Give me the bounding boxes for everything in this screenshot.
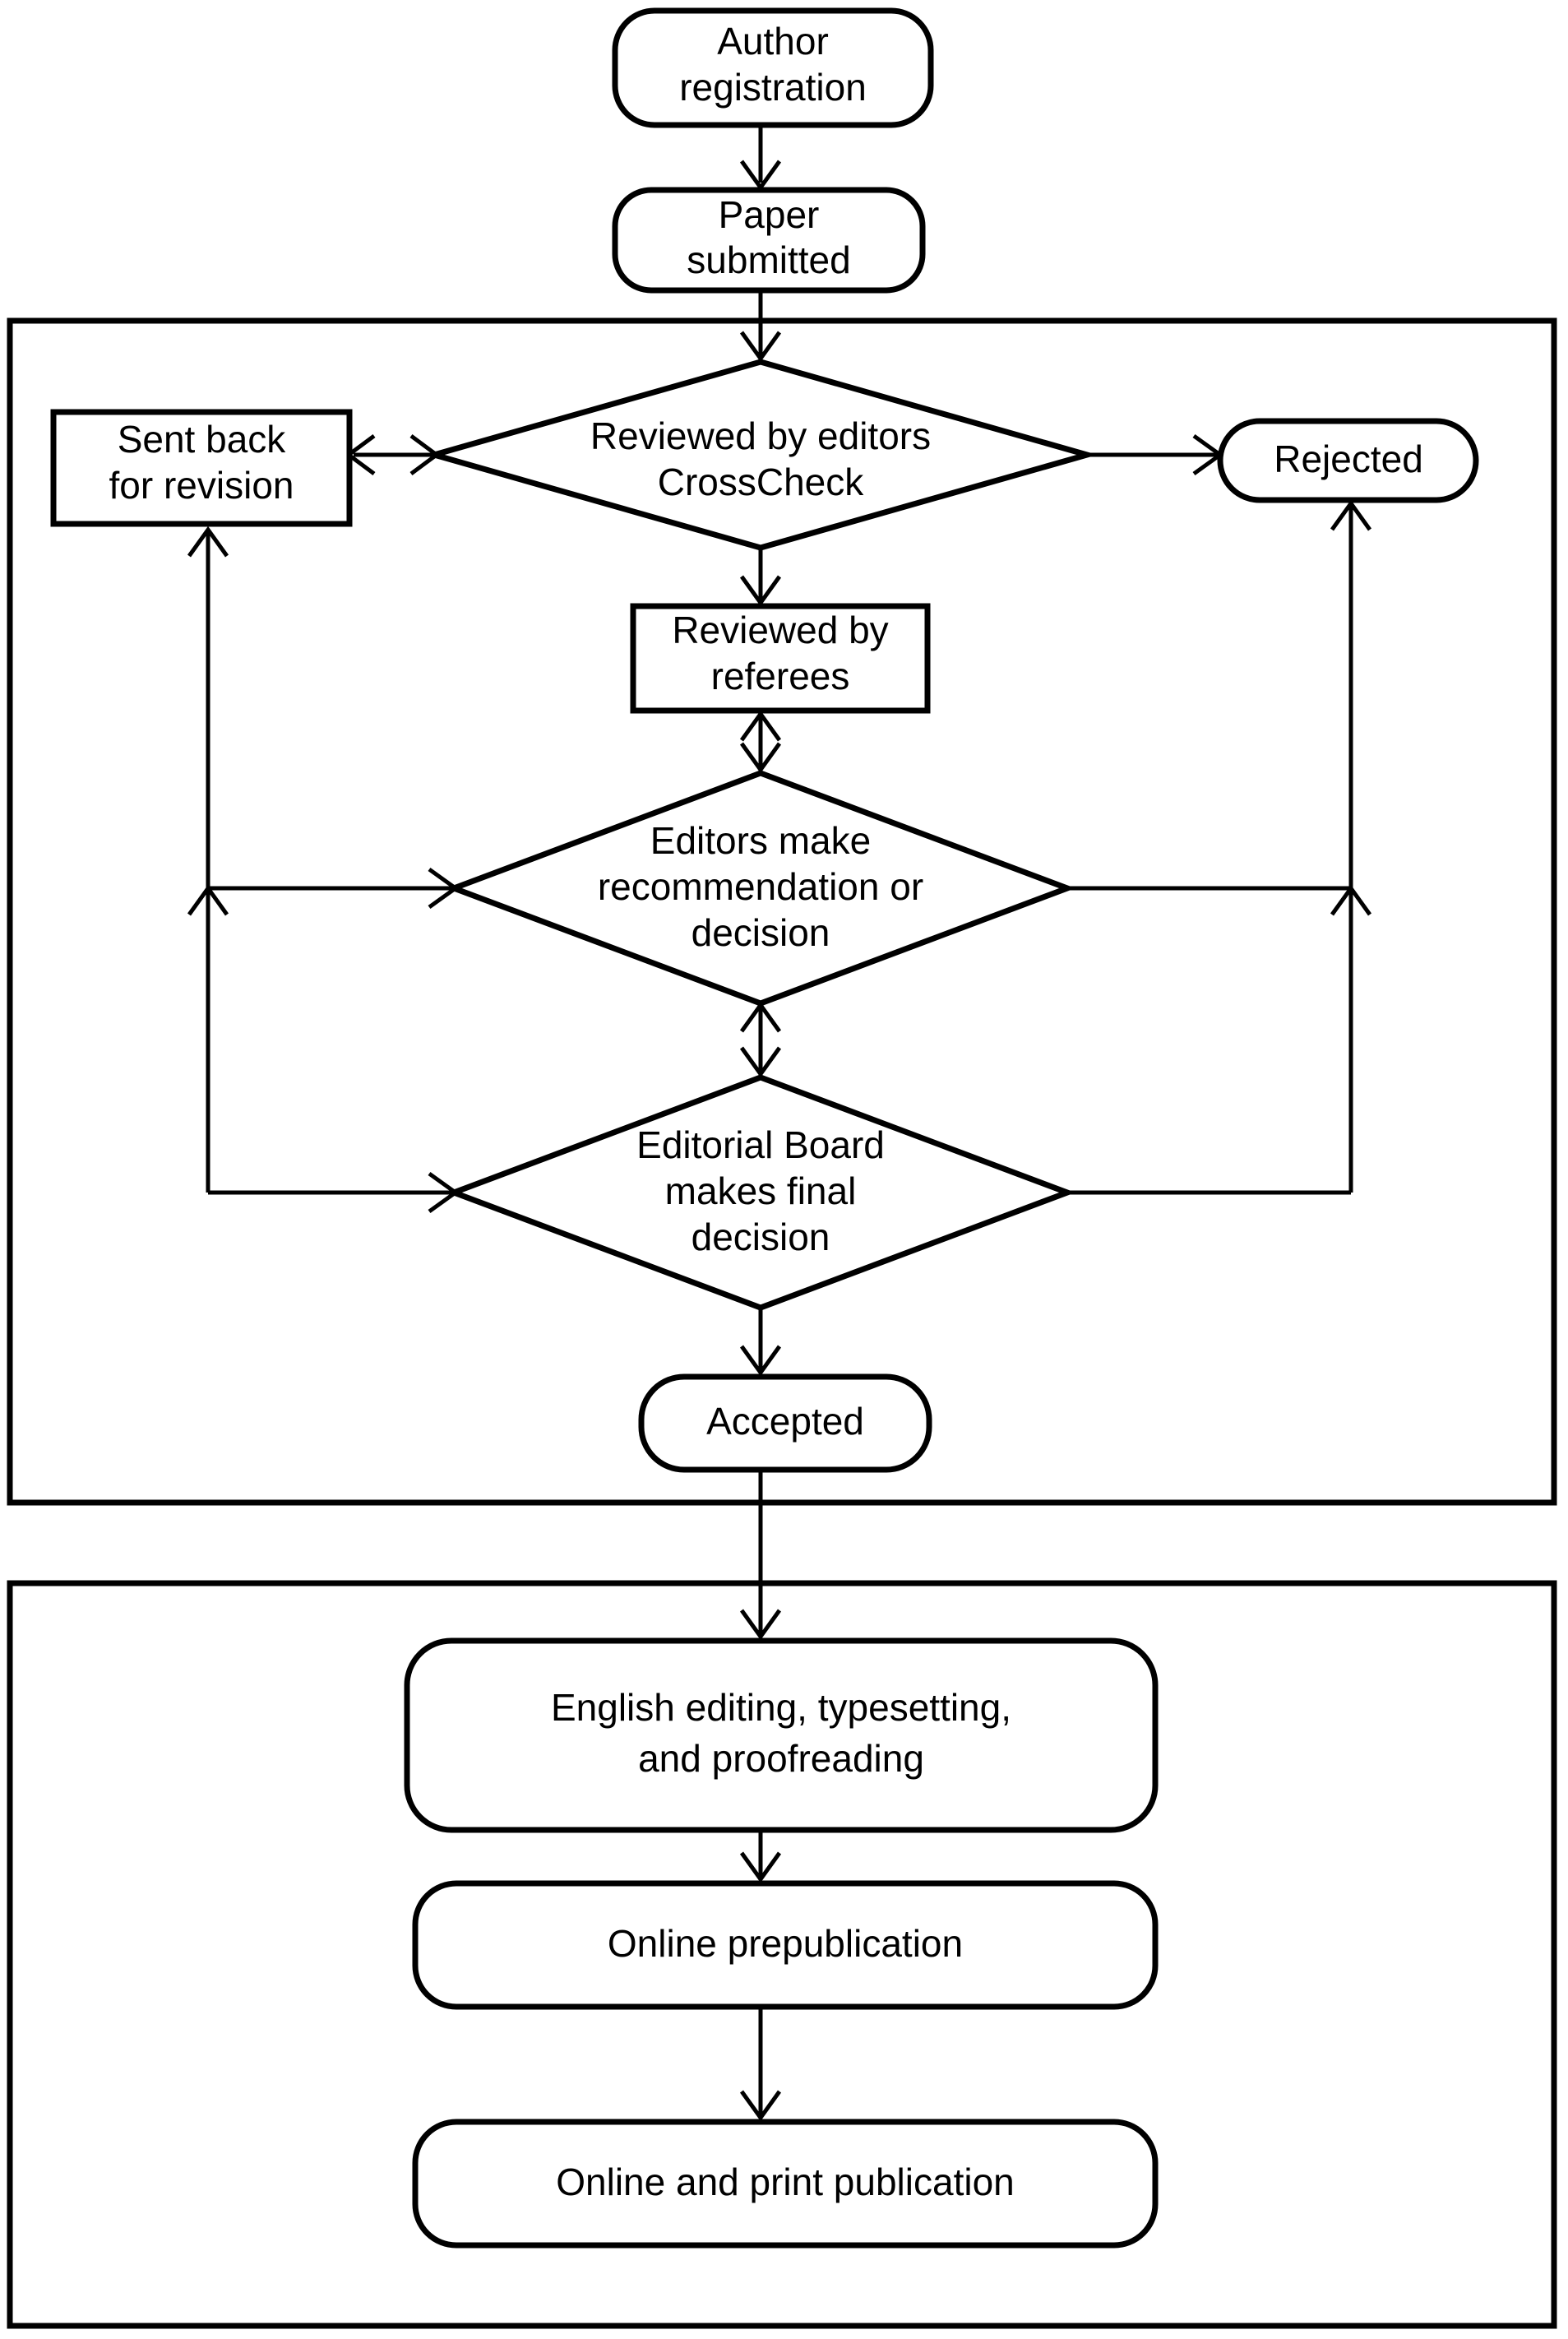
edge-prepublication-to-publication	[739, 2007, 782, 2122]
edge-english-editing-to-prepublication	[739, 1830, 782, 1883]
paper-submitted-label-line2: submitted	[687, 239, 850, 281]
editors-make-decision-label-line2: recommendation or	[598, 865, 923, 908]
accepted-shape	[638, 1373, 932, 1473]
edge-board-to-accepted	[739, 1309, 782, 1377]
reviewed-by-referees-shape	[630, 603, 931, 714]
review-panel	[7, 317, 1557, 1506]
english-editing-label-line2: and proofreading	[638, 1737, 924, 1780]
editors-make-decision-label-line3: decision	[691, 911, 830, 954]
author-registration-label-line2: registration	[679, 66, 867, 109]
node-sent-back-for-revision[interactable]: Sent back for revision	[50, 409, 353, 527]
editors-make-decision-label-line1: Editors make	[650, 819, 871, 862]
paper-submitted-shape	[612, 187, 926, 294]
edge-editors-to-referees	[739, 547, 782, 607]
author-registration-label-line1: Author	[717, 20, 829, 63]
sent-back-shape	[50, 409, 353, 527]
edge-editors-decision-to-board	[739, 1001, 782, 1078]
edge-referees-to-editors-decision	[739, 710, 782, 774]
editorial-board-decision-label-line3: decision	[691, 1216, 830, 1258]
editors-make-decision-shape	[446, 770, 1075, 1007]
editorial-board-decision-label-line1: Editorial Board	[636, 1123, 885, 1166]
online-print-publication-shape	[412, 2119, 1159, 2249]
online-prepublication-shape	[412, 1880, 1159, 2010]
production-panel	[7, 1580, 1557, 2329]
online-prepublication-label: Online prepublication	[608, 1922, 963, 1965]
edge-right-rejection-loop	[1067, 499, 1372, 1195]
node-online-prepublication[interactable]: Online prepublication	[412, 1880, 1159, 2010]
node-rejected[interactable]: Rejected	[1217, 418, 1479, 503]
reviewed-by-referees-label-line1: Reviewed by	[672, 609, 888, 651]
reviewed-by-editors-label-line1: Reviewed by editors	[590, 415, 931, 457]
accepted-label: Accepted	[706, 1400, 864, 1443]
node-accepted[interactable]: Accepted	[638, 1373, 932, 1473]
node-paper-submitted[interactable]: Paper submitted	[612, 187, 926, 294]
edge-accepted-to-english-editing	[739, 1470, 782, 1641]
sent-back-label-line2: for revision	[109, 464, 294, 507]
sent-back-label-line1: Sent back	[118, 418, 287, 461]
node-online-print-publication[interactable]: Online and print publication	[412, 2119, 1159, 2249]
edge-editors-to-sentback	[345, 433, 441, 476]
node-english-editing[interactable]: English editing, typesetting, and proofr…	[404, 1637, 1159, 1833]
node-editorial-board-decision[interactable]: Editorial Board makes final decision	[446, 1074, 1075, 1311]
edge-paper-to-editors	[739, 290, 782, 363]
english-editing-label-line1: English editing, typesetting,	[551, 1686, 1011, 1729]
node-reviewed-by-editors[interactable]: Reviewed by editors CrossCheck	[423, 359, 1098, 551]
reviewed-by-referees-label-line2: referees	[711, 655, 850, 697]
editorial-board-decision-label-line2: makes final	[665, 1170, 857, 1212]
reviewed-by-editors-shape	[423, 359, 1098, 551]
editorial-board-decision-shape	[446, 1074, 1075, 1311]
online-print-publication-label: Online and print publication	[556, 2161, 1014, 2203]
english-editing-shape	[404, 1637, 1159, 1833]
edge-editors-to-rejected	[1087, 433, 1224, 476]
rejected-label: Rejected	[1274, 438, 1423, 480]
edge-author-to-paper	[739, 125, 782, 192]
node-author-registration[interactable]: Author registration	[612, 7, 934, 128]
rejected-shape	[1217, 418, 1479, 503]
node-editors-make-decision[interactable]: Editors make recommendation or decision	[446, 770, 1075, 1007]
paper-submitted-label-line1: Paper	[719, 193, 820, 236]
reviewed-by-editors-label-line2: CrossCheck	[658, 461, 865, 503]
author-registration-shape	[612, 7, 934, 128]
node-reviewed-by-referees[interactable]: Reviewed by referees	[630, 603, 931, 714]
edge-left-revision-loop	[187, 526, 460, 1214]
